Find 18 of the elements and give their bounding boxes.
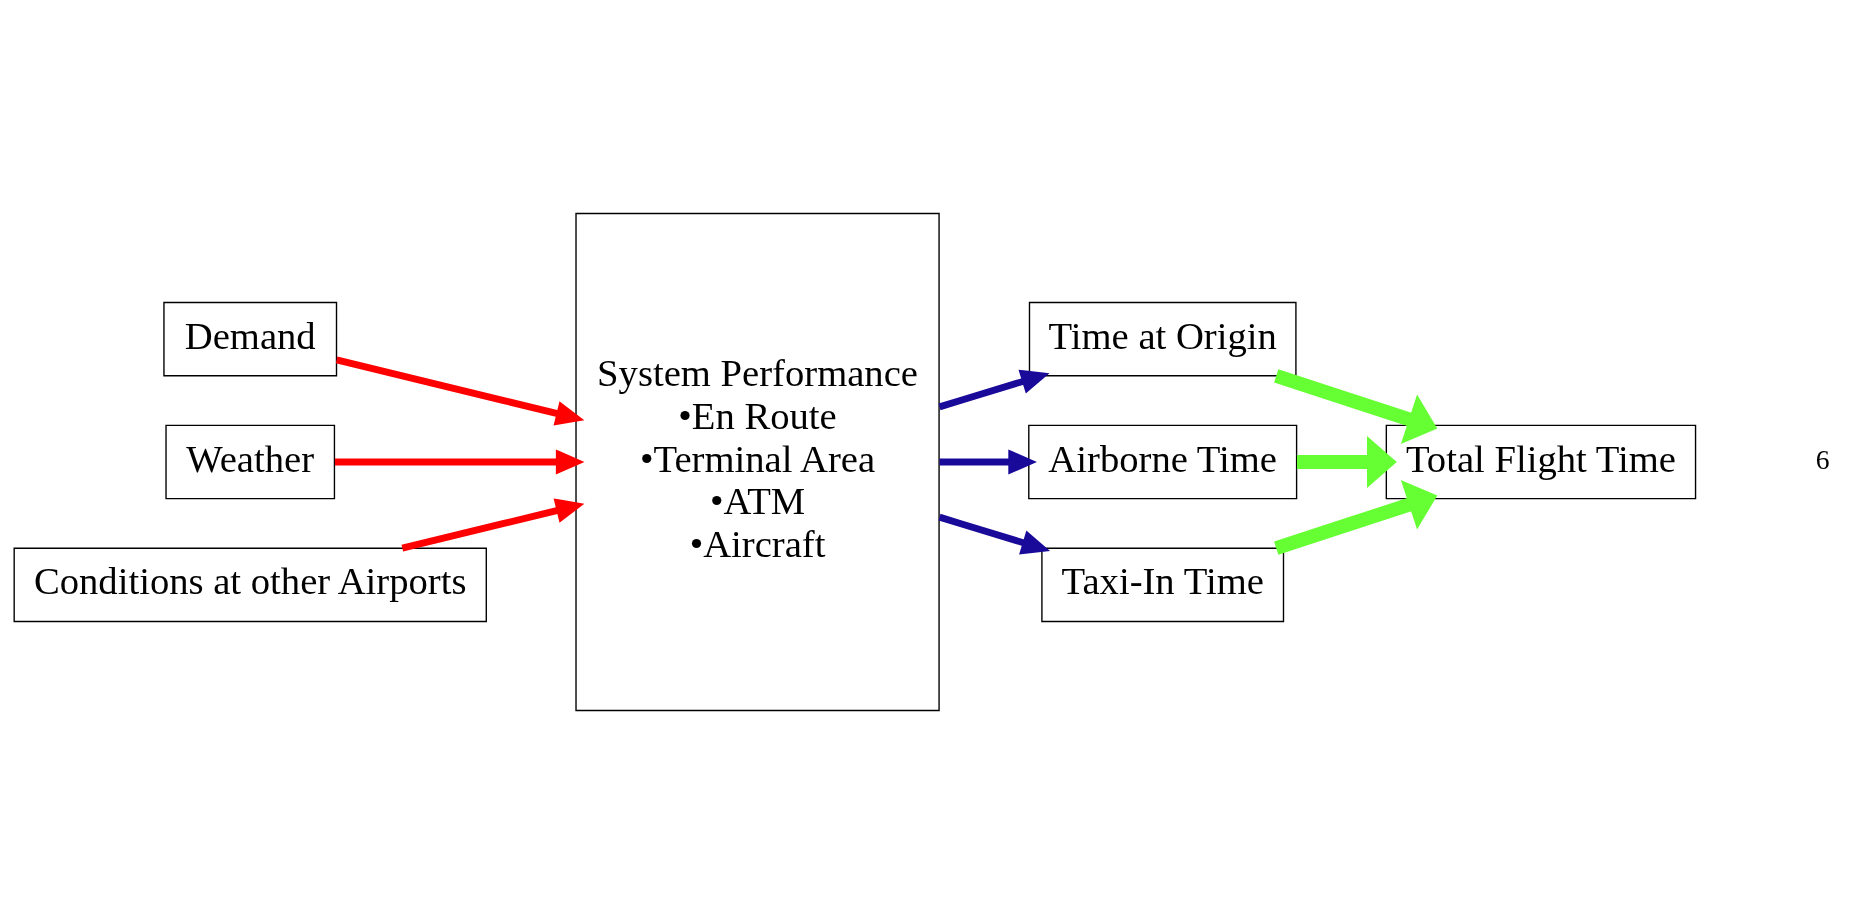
node-box: Taxi-In Time — [1041, 547, 1285, 622]
node-box: Total Flight Time — [1385, 424, 1697, 499]
label: 6 — [1815, 443, 1830, 475]
arrow — [335, 356, 585, 426]
node-box: Time at Origin — [1028, 301, 1297, 376]
node-box: Airborne Time — [1028, 424, 1298, 499]
arrow — [1297, 435, 1397, 488]
arrow — [1274, 368, 1438, 444]
node-box: Conditions at other Airports — [13, 547, 487, 622]
arrow — [401, 497, 585, 552]
arrow — [334, 448, 585, 475]
arrow — [938, 369, 1050, 410]
arrow — [938, 513, 1051, 555]
node-box: Demand — [163, 301, 338, 376]
arrow — [1274, 479, 1438, 555]
node-box: Weather — [165, 424, 336, 499]
arrow — [939, 448, 1037, 475]
node-box: System Performance •En Route •Terminal Area •ATM •Aircraft — [575, 212, 940, 711]
